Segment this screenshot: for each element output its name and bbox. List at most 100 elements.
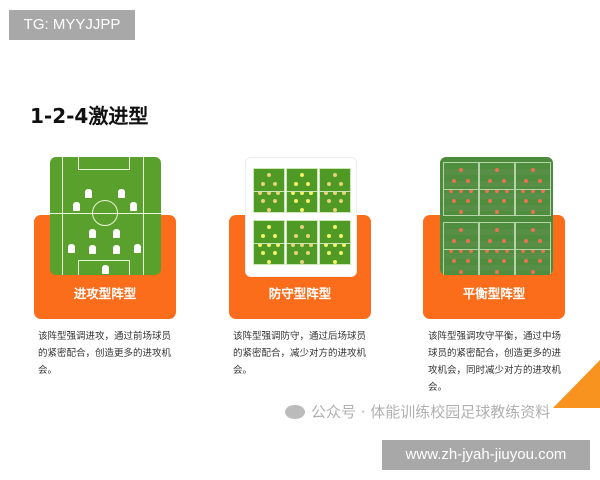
player-dot	[524, 199, 529, 204]
player-dot	[324, 242, 328, 247]
player-dot	[294, 233, 298, 238]
player-dot	[459, 168, 463, 173]
player-dot	[531, 209, 535, 214]
player-dot	[465, 199, 470, 204]
watermark-url: www.zh-jyah-jiuyou.com	[382, 440, 590, 470]
player-dot	[294, 251, 298, 256]
player-dot	[495, 189, 499, 193]
player-dot	[276, 242, 280, 247]
player-dot	[273, 181, 277, 186]
player-dot	[306, 181, 310, 186]
player-dot	[541, 189, 546, 193]
player-dot	[267, 207, 271, 212]
player-dot	[537, 259, 542, 264]
player-dot	[541, 249, 546, 253]
player-dot	[258, 242, 262, 247]
player-dot	[261, 251, 265, 256]
player-dot	[537, 178, 542, 183]
card-label: 防守型阵型	[268, 286, 332, 301]
player-dot	[452, 178, 457, 183]
player-dot	[524, 259, 529, 264]
player-dot	[537, 238, 542, 243]
player-dot	[505, 249, 510, 253]
player-dot	[333, 259, 337, 264]
player-dot	[306, 251, 310, 256]
player-dot	[520, 249, 525, 253]
player-dot	[309, 190, 313, 195]
player-dot	[484, 249, 489, 253]
card-description: 该阵型强调防守，通过后场球员的紧密配合，减少对方的进攻机会。	[233, 331, 367, 376]
player-dot	[339, 181, 343, 186]
player-dot	[306, 233, 310, 238]
player-dot	[448, 249, 453, 253]
player-dot	[276, 190, 280, 195]
player-dot	[520, 189, 525, 193]
balanced-formations-image	[440, 157, 553, 275]
player-dot	[273, 233, 277, 238]
corner-decoration	[553, 360, 600, 408]
player-dot	[488, 259, 493, 264]
card-description: 该阵型强调攻守平衡，通过中场球员的紧密配合，创造更多的进攻机会，同时减少对方的进…	[428, 331, 562, 393]
player-dot	[465, 259, 470, 264]
player-dot	[261, 181, 265, 186]
player-dot	[465, 238, 470, 243]
player-dot	[531, 189, 535, 193]
player-dot	[505, 189, 510, 193]
player-dot	[531, 269, 535, 274]
player-dot	[501, 199, 506, 204]
player-dot	[501, 178, 506, 183]
player-dot	[531, 249, 535, 253]
player-dot	[488, 199, 493, 204]
player-dot	[469, 249, 474, 253]
player-dot	[459, 228, 463, 233]
player-dot	[294, 199, 298, 204]
player-dot	[531, 168, 535, 173]
player-dot	[300, 259, 304, 264]
player-dot	[488, 238, 493, 243]
player-dot	[484, 189, 489, 193]
player-dot	[261, 233, 265, 238]
watermark-tag: TG: MYYJJPP	[9, 10, 135, 40]
player-dot	[300, 173, 304, 178]
player-dot	[333, 225, 337, 230]
card-description: 该阵型强调进攻，通过前场球员的紧密配合，创造更多的进攻机会。	[38, 331, 172, 376]
player-dot	[324, 190, 328, 195]
player-dot	[261, 199, 265, 204]
player-dot	[306, 199, 310, 204]
player-dot	[524, 238, 529, 243]
player-dot	[531, 228, 535, 233]
player-dot	[327, 181, 331, 186]
player-dot	[459, 189, 463, 193]
player-dot	[267, 173, 271, 178]
player-dot	[300, 242, 304, 247]
player-dot	[267, 225, 271, 230]
player-dot	[495, 228, 499, 233]
player-dot	[258, 190, 262, 195]
player-dot	[501, 238, 506, 243]
player-dot	[459, 209, 463, 214]
player-dot	[459, 269, 463, 274]
player-dot	[524, 178, 529, 183]
player-dot	[488, 178, 493, 183]
player-dot	[342, 242, 346, 247]
player-dot	[267, 242, 271, 247]
watermark-wechat: 公众号 · 体能训练校园足球教练资料	[285, 402, 550, 422]
wechat-icon	[285, 405, 305, 419]
player-dot	[291, 190, 295, 195]
player-dot	[495, 209, 499, 214]
player-dot	[339, 233, 343, 238]
player-dot	[333, 190, 337, 195]
player-dot	[459, 249, 463, 253]
player-dot	[537, 199, 542, 204]
attacking-formation-image	[50, 157, 161, 275]
defensive-formations-image	[245, 157, 357, 277]
card-label: 进攻型阵型	[73, 286, 137, 301]
player-dot	[339, 251, 343, 256]
player-dot	[300, 207, 304, 212]
player-dot	[327, 233, 331, 238]
player-dot	[469, 189, 474, 193]
player-dot	[339, 199, 343, 204]
player-dot	[267, 190, 271, 195]
player-dot	[465, 178, 470, 183]
player-dot	[300, 225, 304, 230]
